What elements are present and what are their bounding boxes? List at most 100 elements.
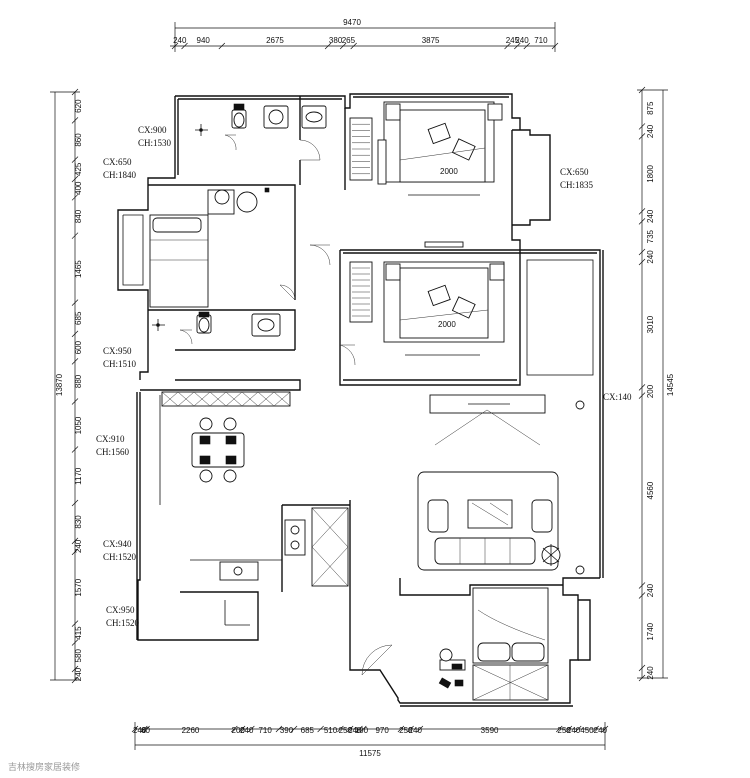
dims-left-segment: 830 xyxy=(74,515,83,529)
dims-right-segment: 240 xyxy=(646,583,655,597)
dims-bottom-tick xyxy=(574,725,582,733)
dims-left-tick xyxy=(71,232,79,239)
dims-right-segment: 200 xyxy=(646,384,655,398)
dims-bottom-segment: 240 xyxy=(409,726,423,735)
dims-right-segment: 4560 xyxy=(646,481,655,499)
dims-top-tick xyxy=(514,42,521,50)
dimension-right: 8752401800240735240301020045602401740240… xyxy=(637,86,675,682)
bedroom-top: 2000 xyxy=(349,101,503,196)
dims-bottom-segment: 2260 xyxy=(182,726,200,735)
dims-right-segment: 875 xyxy=(646,101,655,115)
dims-left-tick xyxy=(71,537,79,545)
dims-bottom-segment: 240 xyxy=(133,726,147,735)
dims-top-segment: 3875 xyxy=(422,36,440,45)
dims-left-segment: 1570 xyxy=(74,578,83,596)
dims-top-segment: 245 xyxy=(506,36,520,45)
dims-right-tick xyxy=(638,592,646,599)
dims-bottom-tick xyxy=(346,725,354,733)
dims-left-tick xyxy=(71,398,79,405)
dims-right-tick xyxy=(638,582,646,589)
window-label-ch: CH:1840 xyxy=(103,170,137,180)
dims-bottom-tick xyxy=(555,725,563,733)
dims-bottom-segment: 390 xyxy=(280,726,294,735)
dims-bottom-tick xyxy=(275,725,283,733)
dims-right-segment: 3010 xyxy=(646,315,655,333)
living-room xyxy=(417,394,585,575)
dims-bottom-tick xyxy=(565,725,573,733)
dims-top-tick xyxy=(504,42,511,50)
dims-bottom-segment: 240 xyxy=(240,726,254,735)
bathroom-middle xyxy=(152,311,281,337)
dims-left-tick xyxy=(71,639,79,646)
walls xyxy=(117,93,604,707)
dims-top-tick xyxy=(171,42,179,50)
dims-bottom-tick xyxy=(416,725,424,733)
dims-right-tick xyxy=(638,86,646,94)
dims-top-tick xyxy=(350,42,357,50)
dims-bottom-segment: 250 xyxy=(557,726,571,735)
plant-icon xyxy=(541,544,561,566)
dims-right-segment: 240 xyxy=(646,250,655,264)
sideboard-line xyxy=(193,391,211,407)
dims-top-tick xyxy=(551,42,559,50)
bathroom-top xyxy=(149,103,327,302)
window-label-ch: CH:1835 xyxy=(560,180,594,190)
dims-bottom-segment: 240 xyxy=(594,726,608,735)
dims-top-tick xyxy=(324,42,332,50)
bedroom-left xyxy=(149,187,270,308)
dims-top-segment: 240 xyxy=(173,36,187,45)
dims-left-tick xyxy=(71,88,79,96)
dims-bottom-tick xyxy=(231,725,238,733)
shower-icon xyxy=(195,124,208,136)
dim-right-total: 14545 xyxy=(666,373,675,396)
dims-bottom-tick xyxy=(601,725,609,733)
sideboard-line xyxy=(225,391,243,407)
dims-left-tick xyxy=(71,358,79,365)
sideboard-line xyxy=(177,391,195,407)
dims-left-tick xyxy=(71,117,79,124)
dims-right-tick xyxy=(638,674,646,682)
dims-top-segment: 940 xyxy=(197,36,211,45)
dims-bottom-segment: 240 xyxy=(348,726,362,735)
dims-left-tick xyxy=(71,156,79,163)
dims-left-segment: 1465 xyxy=(74,260,83,278)
dimension-left: 6208604254008401465685600880105011708302… xyxy=(50,88,83,684)
window-label-ch: CH:1560 xyxy=(96,447,130,457)
dims-bottom-segment: 3590 xyxy=(481,726,499,735)
dims-left-segment: 425 xyxy=(74,162,83,176)
dims-bottom-tick xyxy=(141,725,148,733)
dims-left-tick xyxy=(71,676,79,684)
dims-bottom-tick xyxy=(356,725,363,733)
dims-left-tick xyxy=(71,194,79,201)
window-labels: CX:900 CH:1530 CX:650 CH:1840 CX:650 CH:… xyxy=(96,125,632,628)
dims-bottom-tick xyxy=(360,725,367,733)
dims-left-segment: 600 xyxy=(74,340,83,354)
kitchen xyxy=(190,507,349,626)
dims-bottom-tick xyxy=(248,725,255,733)
dims-left-segment: 400 xyxy=(74,181,83,195)
dims-left-tick xyxy=(71,620,79,627)
dims-top-tick xyxy=(181,42,188,50)
dims-left-segment: 685 xyxy=(74,311,83,325)
pillow-icon xyxy=(427,284,476,319)
dims-bottom-tick xyxy=(337,725,344,733)
dims-bottom-segment: 60 xyxy=(141,726,150,735)
dims-right-tick xyxy=(638,392,646,399)
dims-left-segment: 620 xyxy=(74,99,83,113)
dims-left-tick xyxy=(71,330,79,338)
dims-bottom-segment: 200 xyxy=(232,726,246,735)
dims-bottom-tick xyxy=(238,725,246,733)
dims-right-segment: 735 xyxy=(646,229,655,243)
dims-top-tick xyxy=(339,42,347,50)
dims-top-segment: 265 xyxy=(342,36,356,45)
dims-left-tick xyxy=(71,175,79,183)
dims-left-tick xyxy=(71,446,79,453)
doors xyxy=(179,134,393,676)
window-label-cx: CX:940 xyxy=(103,539,132,549)
dims-top-tick xyxy=(218,42,226,50)
dims-right-tick xyxy=(638,133,646,140)
sideboard-line xyxy=(273,391,291,407)
dim-left-total: 13870 xyxy=(55,373,64,396)
